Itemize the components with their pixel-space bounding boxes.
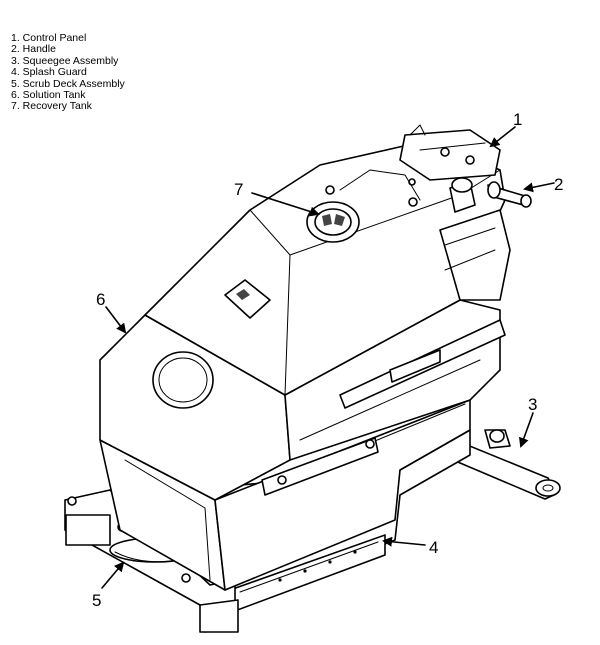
legend-item-handle: 2. Handle (11, 43, 56, 56)
callout-2-arrow (523, 182, 555, 193)
control-panel (399, 124, 501, 181)
legend-item-scrub-deck-assembly: 5. Scrub Deck Assembly (11, 77, 125, 90)
callout-7-label: 7 (234, 180, 243, 199)
callout-arrows (101, 126, 555, 589)
legend-item-recovery-tank: 7. Recovery Tank (11, 100, 92, 113)
callout-5-label: 5 (92, 591, 101, 610)
callout-numbers: 1 2 3 4 5 6 7 (92, 110, 563, 610)
parts-legend: 1. Control Panel 2. Handle 3. Squeegee A… (11, 32, 125, 113)
callout-3-label: 3 (528, 395, 537, 414)
callout-1-label: 1 (513, 110, 522, 129)
legend-item-splash-guard: 4. Splash Guard (11, 66, 87, 79)
callout-6-arrow (105, 306, 127, 334)
callout-6-label: 6 (96, 290, 105, 309)
callout-3-arrow (519, 412, 534, 448)
scrubber-machine-illustration (64, 124, 561, 633)
legend-item-control-panel: 1. Control Panel (11, 32, 87, 44)
callout-4-arrow (382, 536, 426, 547)
callout-4-label: 4 (429, 538, 438, 557)
handle (487, 181, 532, 208)
callout-1-arrow (489, 126, 516, 148)
squeegee-assembly (452, 429, 561, 500)
solution-tank (99, 299, 506, 501)
legend-item-solution-tank: 6. Solution Tank (11, 89, 86, 102)
callout-2-label: 2 (554, 175, 563, 194)
callout-5-arrow (101, 561, 125, 589)
legend-item-squeegee-assembly: 3. Squeegee Assembly (11, 54, 119, 67)
callout-7-arrow (251, 192, 320, 217)
recovery-tank (144, 139, 511, 396)
